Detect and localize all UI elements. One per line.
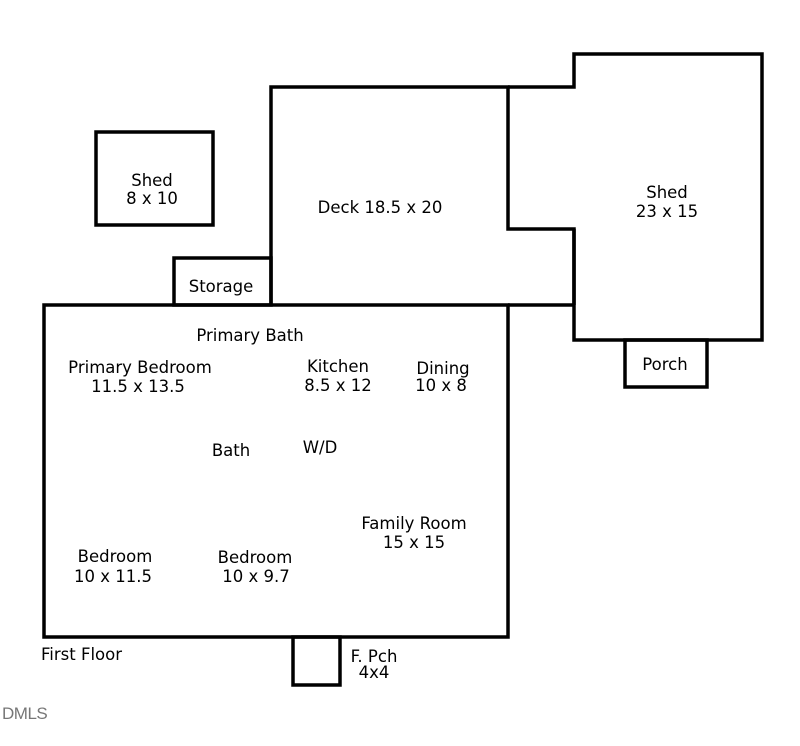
shed-large-label: Shed bbox=[646, 183, 688, 202]
family-room-size: 15 x 15 bbox=[383, 533, 445, 552]
family-room-label: Family Room bbox=[361, 514, 466, 533]
dmls-logo: DMLS bbox=[2, 704, 47, 723]
house-outline bbox=[42, 303, 510, 639]
shed-large-outline bbox=[508, 52, 764, 342]
floor-label: First Floor bbox=[41, 645, 122, 664]
bedroom1-label: Bedroom bbox=[78, 547, 153, 566]
dining-size: 10 x 8 bbox=[415, 376, 467, 395]
storage-label: Storage bbox=[189, 277, 254, 296]
bedroom2-size: 10 x 9.7 bbox=[222, 567, 290, 586]
primary-bedroom-size: 11.5 x 13.5 bbox=[91, 377, 185, 396]
shed-small-size: 8 x 10 bbox=[126, 189, 178, 208]
porch-label: Porch bbox=[642, 355, 687, 374]
kitchen-label: Kitchen bbox=[307, 357, 369, 376]
primary-bedroom-label: Primary Bedroom bbox=[68, 358, 212, 377]
kitchen-size: 8.5 x 12 bbox=[304, 376, 372, 395]
bedroom1-size: 10 x 11.5 bbox=[74, 567, 152, 586]
wd-label: W/D bbox=[303, 438, 338, 457]
dining-label: Dining bbox=[416, 359, 469, 378]
deck-outline bbox=[269, 85, 576, 305]
porch-outline bbox=[623, 338, 709, 389]
bedroom2-label: Bedroom bbox=[218, 548, 293, 567]
front-porch-label: F. Pch bbox=[351, 647, 398, 666]
shed-large-size: 23 x 15 bbox=[636, 202, 698, 221]
shed-small-outline bbox=[94, 130, 215, 227]
front-porch-size: 4x4 bbox=[359, 663, 390, 682]
shed-small-label: Shed bbox=[131, 171, 173, 190]
primary-bath-label: Primary Bath bbox=[196, 326, 303, 345]
bath-label: Bath bbox=[212, 441, 250, 460]
front-porch-outline bbox=[291, 635, 342, 687]
deck-label: Deck 18.5 x 20 bbox=[318, 198, 443, 217]
